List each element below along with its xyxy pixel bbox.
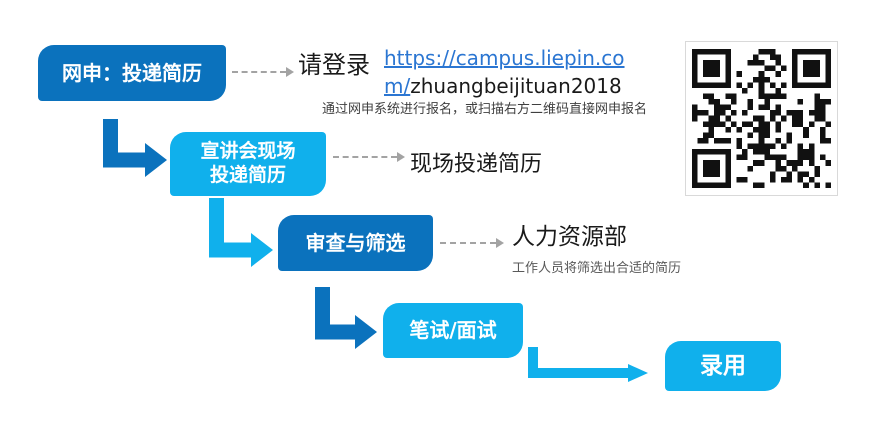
qr-code-pattern	[692, 49, 831, 188]
application-url-suffix: zhuangbeijituan2018	[410, 74, 622, 98]
step-review-screening-box: 审查与筛选	[278, 215, 433, 271]
dashed-connector-login	[232, 67, 294, 77]
step-hired-box: 录用	[665, 341, 781, 391]
step-review-screening-label: 审查与筛选	[305, 230, 406, 255]
dashed-connector-hr	[440, 238, 504, 248]
login-prefix-label: 请登录	[298, 51, 370, 79]
elbow-arrow-step4-to-hired	[528, 347, 648, 382]
elbow-arrow-step3-to-step4	[315, 287, 377, 349]
step-online-application-label: 网申：投递简历	[62, 60, 202, 85]
step-online-application-box: 网申：投递简历	[38, 45, 226, 101]
qr-code	[685, 41, 838, 196]
step-written-interview-label: 笔试/面试	[409, 318, 497, 342]
step-hired-label: 录用	[700, 352, 746, 379]
hr-screening-note: 工作人员将筛选出合适的简历	[512, 261, 682, 276]
dashed-connector-onsite	[333, 152, 405, 162]
step-written-interview-box: 笔试/面试	[383, 303, 523, 358]
hr-department-label: 人力资源部	[512, 224, 627, 250]
elbow-arrow-step2-to-step3	[209, 198, 273, 267]
elbow-arrow-step1-to-step2	[103, 119, 167, 177]
step-career-talk-box: 宣讲会现场投递简历	[170, 132, 326, 196]
step-career-talk-label: 宣讲会现场投递简历	[200, 140, 296, 186]
onsite-submit-label: 现场投递简历	[410, 152, 543, 177]
login-note: 通过网申系统进行报名，或扫描右方二维码直接网申报名	[322, 102, 648, 117]
